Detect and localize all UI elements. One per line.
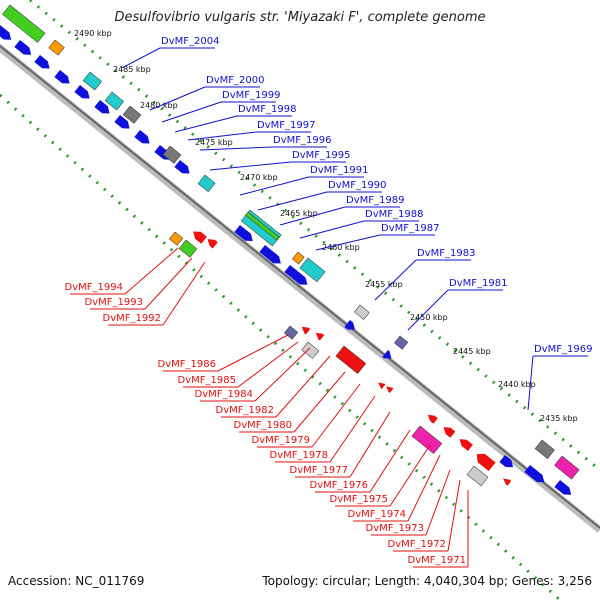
gene-block[interactable] [178, 239, 198, 258]
gene-block[interactable] [534, 439, 555, 459]
gene-block[interactable] [197, 174, 216, 193]
reverse-cds[interactable] [501, 476, 512, 486]
reverse-cds[interactable] [426, 412, 438, 424]
scale-label: 2445 kbp [453, 347, 491, 356]
gene-block[interactable] [2, 4, 46, 43]
forward-cds[interactable] [94, 100, 112, 117]
forward-cds[interactable] [14, 40, 34, 58]
reverse-gene-label[interactable]: DvMF_1979 [252, 435, 310, 446]
forward-gene-label[interactable]: DvMF_1969 [534, 344, 592, 355]
forward-gene-label[interactable]: DvMF_1983 [417, 248, 475, 259]
reverse-cds[interactable] [205, 236, 218, 249]
scale-label: 2450 kbp [410, 313, 448, 322]
forward-cds[interactable] [174, 160, 192, 177]
genome-backbone [0, 43, 600, 533]
reverse-gene-label[interactable]: DvMF_1973 [366, 523, 424, 534]
reverse-gene-label[interactable]: DvMF_1972 [388, 539, 446, 550]
forward-gene-label[interactable]: DvMF_2004 [161, 36, 219, 47]
map-title: Desulfovibrio vulgaris str. 'Miyazaki F'… [114, 10, 486, 25]
accession-label: Accession: NC_011769 [8, 574, 145, 588]
forward-gene-label[interactable]: DvMF_1988 [365, 209, 423, 220]
reverse-cds[interactable] [190, 228, 207, 244]
reverse-cds[interactable] [441, 424, 456, 438]
scale-label: 2460 kbp [322, 243, 360, 252]
reverse-gene-label[interactable]: DvMF_1976 [310, 480, 368, 491]
reverse-cds[interactable] [314, 330, 325, 341]
reverse-gene-label[interactable]: DvMF_1993 [85, 297, 143, 308]
scale-label: 2465 kbp [280, 209, 318, 218]
reverse-cds[interactable] [473, 450, 496, 472]
reverse-gene-label[interactable]: DvMF_1975 [330, 494, 388, 505]
gene-block[interactable] [169, 231, 184, 246]
reverse-gene-label[interactable]: DvMF_1992 [103, 313, 161, 324]
gene-block[interactable] [48, 39, 65, 56]
forward-gene-label[interactable]: DvMF_1998 [238, 104, 296, 115]
forward-gene-label[interactable]: DvMF_1990 [328, 180, 386, 191]
reverse-gene-label[interactable]: DvMF_1986 [158, 359, 216, 370]
forward-gene-label[interactable]: DvMF_1997 [257, 120, 315, 131]
scale-label: 2480 kbp [140, 101, 178, 110]
reverse-gene-label[interactable]: DvMF_1982 [216, 405, 274, 416]
forward-cds[interactable] [284, 265, 310, 288]
gene-block[interactable] [354, 304, 370, 320]
forward-cds[interactable] [134, 130, 152, 147]
forward-cds[interactable] [259, 245, 283, 267]
reverse-gene-label[interactable]: DvMF_1985 [178, 375, 236, 386]
gene-block[interactable] [162, 145, 182, 164]
gene-block[interactable] [82, 71, 103, 91]
reverse-cds[interactable] [384, 384, 394, 394]
forward-gene-label[interactable]: DvMF_1999 [222, 90, 280, 101]
gene-block[interactable] [122, 105, 142, 124]
gene-block[interactable] [245, 211, 280, 241]
reverse-gene-label[interactable]: DvMF_1980 [234, 420, 292, 431]
forward-gene-label[interactable]: DvMF_1981 [449, 278, 507, 289]
gene-block[interactable] [466, 465, 489, 487]
forward-cds[interactable] [0, 25, 14, 43]
reverse-gene-label[interactable]: DvMF_1974 [348, 509, 406, 520]
forward-cds[interactable] [382, 350, 394, 362]
reverse-gene-label[interactable]: DvMF_1978 [270, 450, 328, 461]
reverse-gene-label[interactable]: DvMF_1971 [408, 555, 466, 566]
reverse-gene-label[interactable]: DvMF_1977 [290, 465, 348, 476]
scale-label: 2490 kbp [74, 29, 112, 38]
forward-cds[interactable] [499, 455, 516, 471]
gene-block[interactable] [335, 345, 367, 375]
gene-block[interactable] [299, 257, 326, 283]
genome-summary: Topology: circular; Length: 4,040,304 bp… [262, 574, 592, 588]
gene-block[interactable] [104, 91, 125, 111]
gene-block[interactable] [411, 425, 443, 455]
forward-cds[interactable] [234, 225, 255, 245]
reverse-gene-label[interactable]: DvMF_1984 [195, 389, 253, 400]
gene-block[interactable] [394, 335, 409, 350]
gene-block[interactable] [292, 251, 305, 265]
reverse-gene-label[interactable]: DvMF_1994 [65, 282, 123, 293]
scale-label: 2485 kbp [113, 65, 151, 74]
gene-block[interactable] [301, 341, 320, 359]
gene-block[interactable] [554, 455, 580, 480]
scale-label: 2440 kbp [498, 380, 536, 389]
forward-cds[interactable] [34, 55, 52, 72]
forward-cds[interactable] [524, 465, 547, 486]
scale-label: 2455 kbp [365, 280, 403, 289]
forward-gene-label[interactable]: DvMF_1996 [273, 135, 331, 146]
forward-cds[interactable] [344, 320, 357, 333]
reverse-cds[interactable] [300, 324, 311, 335]
scale-label: 2475 kbp [195, 138, 233, 147]
forward-gene-label[interactable]: DvMF_1987 [381, 223, 439, 234]
forward-cds[interactable] [554, 480, 574, 498]
gene-block[interactable] [284, 325, 299, 340]
forward-gene-label[interactable]: DvMF_2000 [206, 75, 264, 86]
forward-gene-label[interactable]: DvMF_1995 [292, 150, 350, 161]
scale-label: 2435 kbp [540, 414, 578, 423]
forward-cds[interactable] [74, 85, 92, 102]
forward-gene-label[interactable]: DvMF_1989 [346, 195, 404, 206]
forward-cds[interactable] [54, 70, 72, 87]
reverse-cds[interactable] [376, 380, 386, 390]
scale-label: 2470 kbp [240, 173, 278, 182]
forward-cds[interactable] [114, 115, 132, 132]
forward-gene-label[interactable]: DvMF_1991 [310, 165, 368, 176]
reverse-cds[interactable] [457, 436, 473, 452]
